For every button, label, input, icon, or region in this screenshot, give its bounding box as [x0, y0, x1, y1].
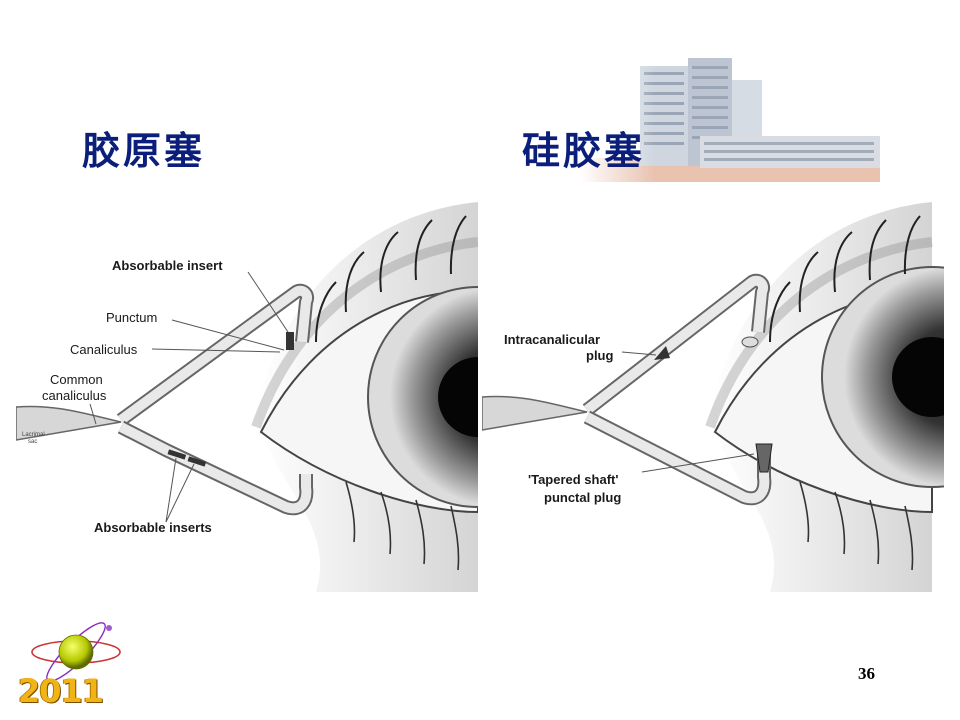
upper-canaliculus-inner	[118, 285, 312, 425]
iris	[367, 286, 478, 508]
label-punctum: Punctum	[106, 310, 157, 325]
pupil	[438, 357, 478, 437]
lower-eyelashes	[345, 481, 460, 571]
lower-canaliculus-inner	[584, 412, 770, 504]
upper-lid-fold	[705, 237, 933, 429]
label-common-line1: Common	[50, 372, 103, 387]
label-absorbable-inserts: Absorbable inserts	[94, 520, 212, 535]
iris	[821, 266, 944, 488]
silicone-plug-diagram: Intracanalicular plug 'Tapered shaft' pu…	[482, 202, 944, 592]
pupil	[892, 337, 944, 417]
absorbable-insert-lower-1	[167, 449, 187, 460]
tapered-shaft-punctal-plug	[755, 443, 773, 473]
collagen-plug-diagram: Absorbable insert Punctum Canaliculus Co…	[16, 202, 478, 592]
title-collagen-plug: 胶原塞	[82, 128, 206, 173]
title-silicone-plug: 硅胶塞	[522, 128, 646, 173]
label-tapered-line1: 'Tapered shaft'	[528, 472, 618, 487]
globe-atom-logo-icon	[31, 622, 121, 682]
label-common-line2: canaliculus	[42, 388, 107, 403]
common-canaliculus-duct	[16, 405, 122, 441]
label-tapered-line2: punctal plug	[544, 490, 621, 505]
label-intracanalicular-line1: Intracanalicular	[504, 332, 600, 347]
upper-canaliculus-inner	[583, 275, 768, 414]
label-lacrimal-line1: Lacrimal	[22, 432, 45, 438]
upper-lid-fold	[251, 237, 478, 429]
upper-punctum	[741, 336, 759, 348]
absorbable-insert-lower-2	[187, 456, 207, 467]
lower-canaliculus-inner	[118, 422, 312, 514]
upper-eyelashes	[315, 215, 467, 343]
lower-eyelashes	[799, 481, 914, 571]
label-lacrimal-line2: sac	[28, 439, 37, 445]
label-absorbable-insert: Absorbable insert	[112, 258, 223, 273]
common-canaliculus-duct	[482, 395, 588, 431]
label-canaliculus: Canaliculus	[70, 342, 138, 357]
hospital-building-image	[580, 58, 880, 182]
intracanalicular-plug	[654, 346, 670, 360]
logo-year: 2011	[18, 672, 104, 710]
page-number: 36	[858, 664, 875, 683]
upper-eyelashes	[769, 215, 921, 343]
label-intracanalicular-line2: plug	[586, 348, 613, 363]
absorbable-insert-upper	[286, 332, 294, 350]
